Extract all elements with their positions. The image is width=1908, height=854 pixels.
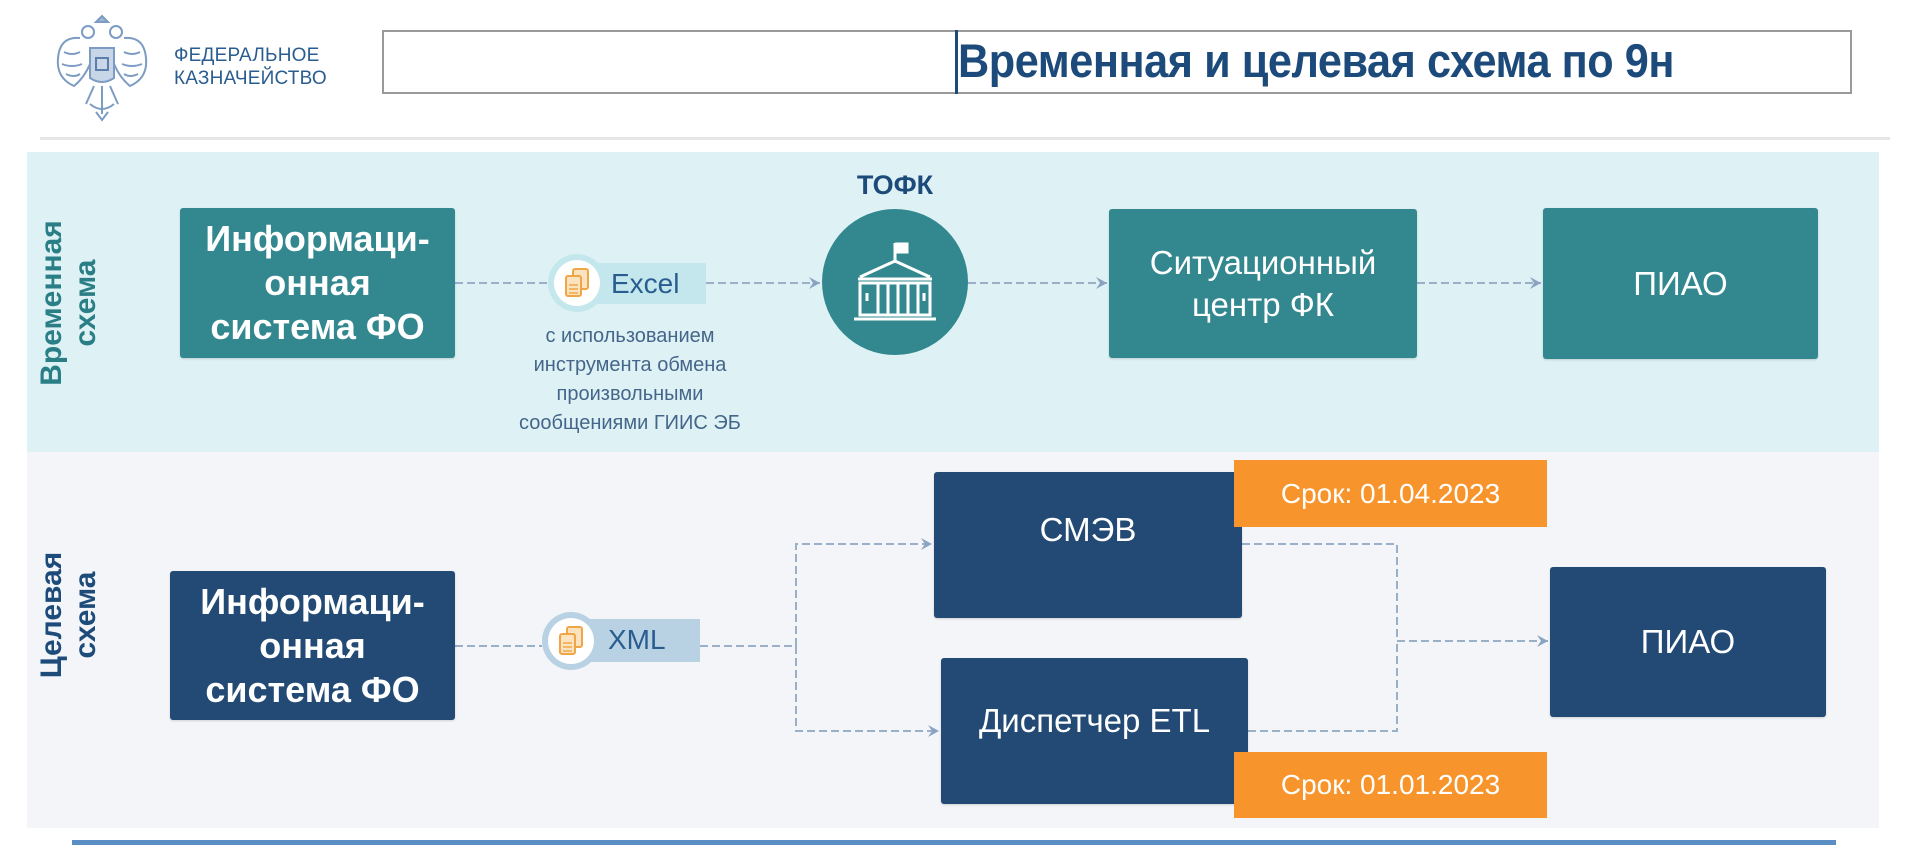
smev-label: СМЭВ [1039, 511, 1137, 548]
xml-icon-badge [542, 612, 600, 670]
temp-info-system-box: Информаци- онная система ФО [180, 208, 455, 358]
title-caret [955, 30, 958, 94]
target-info-system-line-2: онная [259, 624, 366, 666]
etl-deadline-badge: Срок: 01.01.2023 [1234, 752, 1547, 818]
documents-icon [559, 626, 583, 655]
situation-center-line-2: центр ФК [1191, 285, 1335, 323]
logo-text: ФЕДЕРАЛЬНОЕ КАЗНАЧЕЙСТВО [174, 44, 327, 90]
logo-line-2: КАЗНАЧЕЙСТВО [174, 68, 327, 89]
header-divider [40, 137, 1890, 140]
temp-info-system-line-3: система ФО [210, 306, 425, 347]
connector-branch-to-etl [795, 646, 939, 737]
target-piao-label: ПИАО [1640, 623, 1736, 660]
target-info-system-line-3: система ФО [205, 668, 420, 710]
title-frame [382, 30, 1852, 94]
description-line-2: инструмента обмена [533, 354, 727, 376]
description-line-1: с использованием [545, 325, 715, 347]
xml-format-label: XML [608, 624, 666, 655]
connector-etl-to-merge [1248, 641, 1398, 732]
target-info-system-line-1: Информаци- [200, 580, 425, 622]
target-info-system-box: Информаци- онная система ФО [170, 571, 455, 720]
target-piao-box: ПИАО [1550, 567, 1826, 717]
tofk-node [822, 209, 968, 355]
connector-branch-to-smev [795, 538, 932, 646]
exchange-description: с использованием инструмента обмена прои… [470, 322, 790, 438]
temp-info-system-line-2: онная [264, 262, 371, 303]
situation-center-box: Ситуационный центр ФК [1109, 209, 1417, 358]
etl-dispatcher-box: Диспетчер ETL [941, 658, 1248, 804]
description-line-4: сообщениями ГИИС ЭБ [519, 412, 741, 434]
temp-info-system-line-1: Информаци- [205, 218, 430, 259]
footer-accent-line [72, 840, 1836, 845]
page-title: Временная и целевая схема по 9н [958, 34, 1675, 87]
temp-piao-box: ПИАО [1543, 208, 1818, 359]
smev-deadline-badge: Срок: 01.04.2023 [1234, 460, 1547, 527]
connector-smev-to-merge [1242, 543, 1398, 641]
temp-piao-label: ПИАО [1633, 264, 1728, 302]
situation-center-line-1: Ситуационный [1149, 243, 1377, 281]
excel-format-label: Excel [611, 268, 680, 299]
treasury-emblem-icon [50, 8, 154, 124]
etl-dispatcher-label: Диспетчер ETL [978, 702, 1211, 739]
logo-line-1: ФЕДЕРАЛЬНОЕ [174, 45, 320, 66]
smev-box: СМЭВ [934, 472, 1242, 618]
excel-icon-badge [548, 254, 606, 312]
tofk-label: ТОФК [856, 170, 934, 200]
documents-icon [565, 268, 589, 297]
description-line-3: произвольными [556, 383, 704, 405]
government-building-icon [854, 242, 936, 321]
